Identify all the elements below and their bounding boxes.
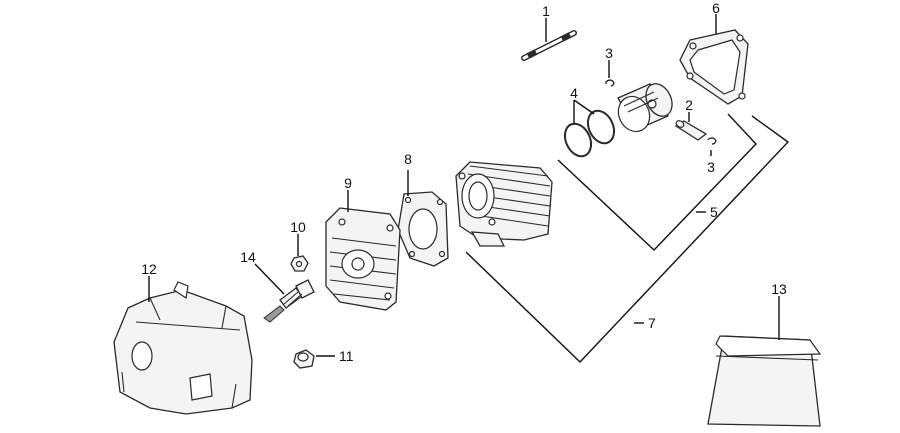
- cylinder-head-part: [325, 207, 401, 311]
- manual-booklet-part: [707, 335, 822, 427]
- callout-13: 13: [771, 281, 787, 297]
- callout-2: 2: [685, 97, 693, 113]
- callout-10: 10: [290, 219, 306, 235]
- callout-5: 5: [710, 204, 718, 220]
- spark-plug-part: [263, 279, 315, 323]
- callout-6: 6: [712, 0, 720, 16]
- group-5-bracket: [557, 113, 757, 251]
- piston-pin-clip-part: [605, 79, 615, 87]
- callout-8: 8: [404, 151, 412, 167]
- piston-part: [617, 83, 673, 133]
- engine-shroud-part: [113, 281, 253, 415]
- stud-bolt-part: [521, 30, 577, 61]
- piston-pin-part: [674, 120, 708, 141]
- callout-9: 9: [344, 175, 352, 191]
- callout-3-lower: 3: [707, 159, 715, 175]
- plug-cap-part: [293, 349, 315, 369]
- callout-1: 1: [542, 3, 550, 19]
- piston-rings-part: [563, 109, 616, 158]
- group-7-bracket: [465, 115, 790, 363]
- cylinder-block-part: [455, 161, 553, 247]
- leader-lines: [148, 14, 780, 357]
- callout-12: 12: [141, 261, 157, 277]
- cylinder-head-gasket-part: [397, 191, 449, 267]
- callout-11: 11: [339, 348, 354, 364]
- piston-pin-clip-part: [707, 137, 717, 145]
- cylinder-base-gasket-part: [679, 29, 749, 105]
- callout-4: 4: [570, 85, 578, 101]
- callout-14: 14: [240, 249, 256, 265]
- nut-part: [290, 255, 309, 272]
- callout-3-top: 3: [605, 45, 613, 61]
- callout-7: 7: [648, 315, 656, 331]
